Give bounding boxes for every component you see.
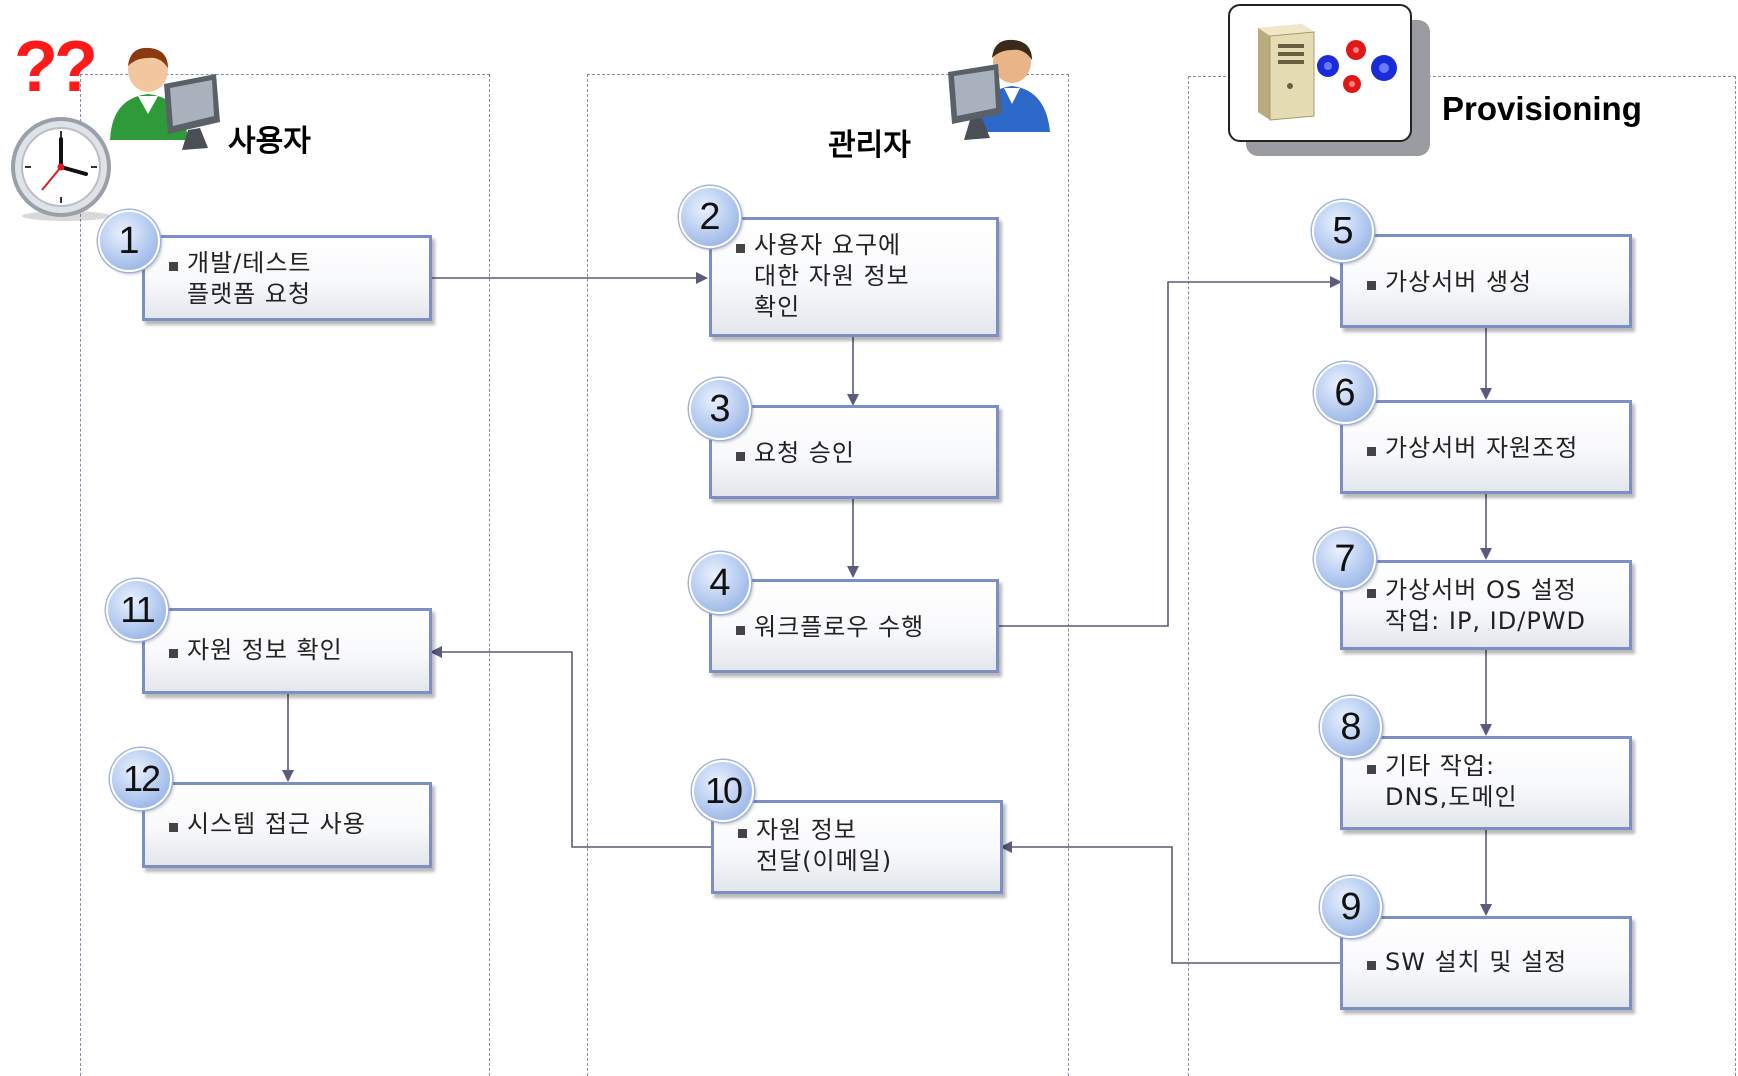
step-4-box: 워크플로우 수행: [709, 579, 999, 673]
step-11-badge: 11: [106, 579, 168, 641]
step-7-text: 가상서버 OS 설정 작업: IP, ID/PWD: [1385, 576, 1587, 635]
bullet-icon: [1367, 281, 1376, 290]
step-1-text: 개발/테스트 플랫폼 요청: [187, 249, 312, 308]
step-10-text: 자원 정보 전달(이메일): [756, 816, 893, 875]
step-12-box: 시스템 접근 사용: [142, 782, 432, 868]
bullet-icon: [169, 823, 178, 832]
step-6-badge: 6: [1314, 362, 1376, 424]
bullet-icon: [1367, 447, 1376, 456]
step-5-badge: 5: [1312, 200, 1374, 262]
step-8-badge: 8: [1320, 696, 1382, 758]
step-3-badge: 3: [689, 378, 751, 440]
bullet-icon: [169, 649, 178, 658]
step-9-text: SW 설치 및 설정: [1385, 948, 1568, 976]
step-12-text: 시스템 접근 사용: [187, 810, 366, 838]
step-3-box: 요청 승인: [709, 405, 999, 499]
step-11-text: 자원 정보 확인: [187, 636, 343, 664]
admin-lane-title: 관리자: [828, 128, 911, 163]
step-10-badge: 10: [692, 760, 754, 822]
bullet-icon: [738, 829, 747, 838]
virtual-machines-icon: [1317, 40, 1397, 93]
step-6-box: 가상서버 자원조정: [1340, 400, 1632, 494]
question-marks: ??: [14, 27, 98, 107]
user-at-computer-icon: [110, 47, 220, 150]
step-4-badge: 4: [689, 552, 751, 614]
step-5-text: 가상서버 생성: [1385, 268, 1533, 296]
step-6-text: 가상서버 자원조정: [1385, 434, 1579, 462]
step-7-badge: 7: [1314, 528, 1376, 590]
step-9-box: SW 설치 및 설정: [1340, 916, 1632, 1010]
step-12-badge: 12: [110, 748, 172, 810]
step-2-text: 사용자 요구에 대한 자원 정보 확인: [754, 231, 910, 321]
step-2-badge: 2: [679, 186, 741, 248]
user-lane-title: 사용자: [228, 124, 311, 159]
bullet-icon: [1367, 961, 1376, 970]
server-tower-icon: [1258, 24, 1315, 121]
provisioning-lane-title: Provisioning: [1442, 90, 1642, 127]
step-2-box: 사용자 요구에 대한 자원 정보 확인: [709, 217, 999, 337]
step-4-text: 워크플로우 수행: [754, 613, 925, 641]
step-5-box: 가상서버 생성: [1340, 234, 1632, 328]
step-11-box: 자원 정보 확인: [142, 608, 432, 694]
step-3-text: 요청 승인: [754, 439, 855, 467]
bullet-icon: [169, 262, 178, 271]
admin-at-computer-icon: [948, 39, 1050, 140]
bullet-icon: [736, 626, 745, 635]
clock-icon: [11, 117, 111, 221]
bullet-icon: [736, 244, 745, 253]
step-1-badge: 1: [98, 210, 160, 272]
bullet-icon: [1367, 765, 1376, 774]
user-lane: [80, 74, 490, 1076]
bullet-icon: [1367, 589, 1376, 598]
bullet-icon: [736, 452, 745, 461]
step-8-text: 기타 작업: DNS,도메인: [1385, 752, 1518, 811]
step-1-box: 개발/테스트 플랫폼 요청: [142, 235, 432, 321]
step-8-box: 기타 작업: DNS,도메인: [1340, 736, 1632, 830]
step-7-box: 가상서버 OS 설정 작업: IP, ID/PWD: [1340, 560, 1632, 650]
step-9-badge: 9: [1320, 876, 1382, 938]
step-10-box: 자원 정보 전달(이메일): [711, 800, 1003, 894]
